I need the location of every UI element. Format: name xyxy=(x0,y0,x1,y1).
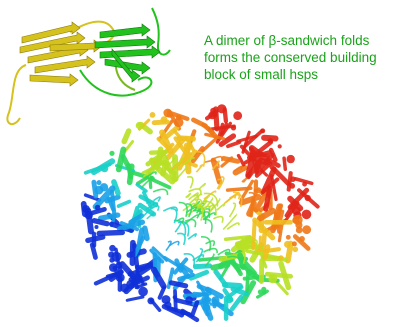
oligomer-strand xyxy=(232,297,241,309)
oligomer-blob xyxy=(203,304,210,311)
oligomer-blob xyxy=(109,258,114,263)
oligomer-blob xyxy=(302,225,311,234)
oligomer-blob xyxy=(181,310,186,315)
oligomer-coil xyxy=(188,234,196,239)
oligomer-blob xyxy=(305,195,311,201)
oligomer-blob xyxy=(278,255,283,260)
oligomer-blob xyxy=(147,297,154,304)
oligomer-strand xyxy=(263,233,265,251)
oligomer-blob xyxy=(95,225,99,229)
oligomer-strand xyxy=(284,158,285,169)
oligomer-blob xyxy=(108,252,114,258)
oligomer-strand xyxy=(151,179,169,187)
oligomer-blob xyxy=(231,125,236,130)
figure-caption: A dimer of β-sandwich folds forms the co… xyxy=(204,32,409,83)
oligomer-blob xyxy=(292,241,297,246)
oligomer-blob xyxy=(95,205,101,211)
oligomer-blob xyxy=(97,180,102,185)
oligomer-coil xyxy=(213,217,223,223)
oligomer-blob xyxy=(284,241,291,248)
oligomer-coil xyxy=(187,177,193,188)
oligomer-blob xyxy=(100,183,108,191)
oligomer-strand xyxy=(265,247,268,257)
oligomer-strand xyxy=(127,297,143,300)
oligomer-blob xyxy=(268,274,277,283)
oligomer-coil xyxy=(154,197,161,201)
oligomer-blob xyxy=(120,284,129,293)
oligomer-strand xyxy=(137,267,138,281)
oligomer-blob xyxy=(185,296,193,304)
oligomer-coil xyxy=(203,219,212,232)
oligomer-blob xyxy=(109,151,114,156)
oligomer-blob xyxy=(101,165,108,172)
oligomer-strand xyxy=(145,228,147,238)
oligomer-blob xyxy=(82,205,90,213)
oligomer-coil xyxy=(230,203,236,217)
caption-line-2: forms the conserved building xyxy=(204,49,409,66)
oligomer-blob xyxy=(292,206,301,215)
oligomer-strand xyxy=(175,291,176,310)
oligomer-strand xyxy=(193,120,205,126)
oligomer-blob xyxy=(116,273,125,282)
oligomer-blob xyxy=(161,116,168,123)
caption-line-1: A dimer of β-sandwich folds xyxy=(204,32,409,49)
oligomer-blob xyxy=(299,236,305,242)
oligomer-strand xyxy=(185,295,199,296)
oligomer-coil xyxy=(153,189,167,195)
oligomer-blob xyxy=(138,287,148,297)
oligomer-blob xyxy=(136,122,143,129)
oligomer-strand xyxy=(171,283,185,286)
oligomer-blob xyxy=(287,155,295,163)
oligomer-strand xyxy=(195,266,209,267)
oligomer-blob xyxy=(176,115,182,121)
oligomer-blob xyxy=(167,112,173,118)
oligomer-strand xyxy=(132,243,133,264)
oligomer-coil xyxy=(242,178,247,182)
oligomer-blob xyxy=(109,245,116,252)
caption-line-3: block of small hsps xyxy=(204,66,409,83)
oligomer-blob xyxy=(290,176,296,182)
oligomer-coil xyxy=(175,222,181,232)
oligomer-strand xyxy=(119,202,130,207)
oligomer-coil xyxy=(199,184,205,190)
oligomer-strand xyxy=(281,264,288,288)
oligomer-blob xyxy=(226,296,234,304)
oligomer-blob xyxy=(164,301,171,308)
oligomer-strand xyxy=(253,222,255,248)
oligomer-blob xyxy=(173,295,177,299)
oligomer-strand xyxy=(213,265,227,268)
oligomer-strand xyxy=(124,131,129,142)
oligomer-blob xyxy=(260,128,265,133)
oligomer-group xyxy=(82,104,318,320)
oligomer-blob xyxy=(217,104,226,113)
oligomer-blob xyxy=(278,144,282,148)
oligomer-strand xyxy=(99,232,122,233)
oligomer-blob xyxy=(150,112,156,118)
oligomer-blob xyxy=(261,287,266,292)
oligomer-blob xyxy=(293,247,299,253)
oligomer-strand xyxy=(260,211,273,219)
oligomer-strand xyxy=(94,221,107,224)
oligomer-blob xyxy=(233,111,242,120)
oligomer-coil xyxy=(179,203,187,217)
oligomer-blob xyxy=(268,138,273,143)
oligomer-blob xyxy=(211,296,219,304)
oligomer-blob xyxy=(302,210,312,220)
oligomer-strand xyxy=(228,142,240,146)
oligomer-blob xyxy=(286,235,291,240)
oligomer-strand xyxy=(210,126,235,129)
oligomer-strand xyxy=(129,165,131,177)
oligomer-blob xyxy=(116,262,123,269)
oligomer-strand xyxy=(226,237,250,239)
oligomer-blob xyxy=(212,304,216,308)
oligomer-blob xyxy=(208,111,216,119)
oligomer-blob xyxy=(302,182,307,187)
oligomer-blob xyxy=(293,215,303,225)
oligomer-coil xyxy=(186,194,191,198)
oligomer-strand xyxy=(239,246,262,248)
oligomer-blob xyxy=(289,183,295,189)
oligomer-strand xyxy=(154,270,164,287)
